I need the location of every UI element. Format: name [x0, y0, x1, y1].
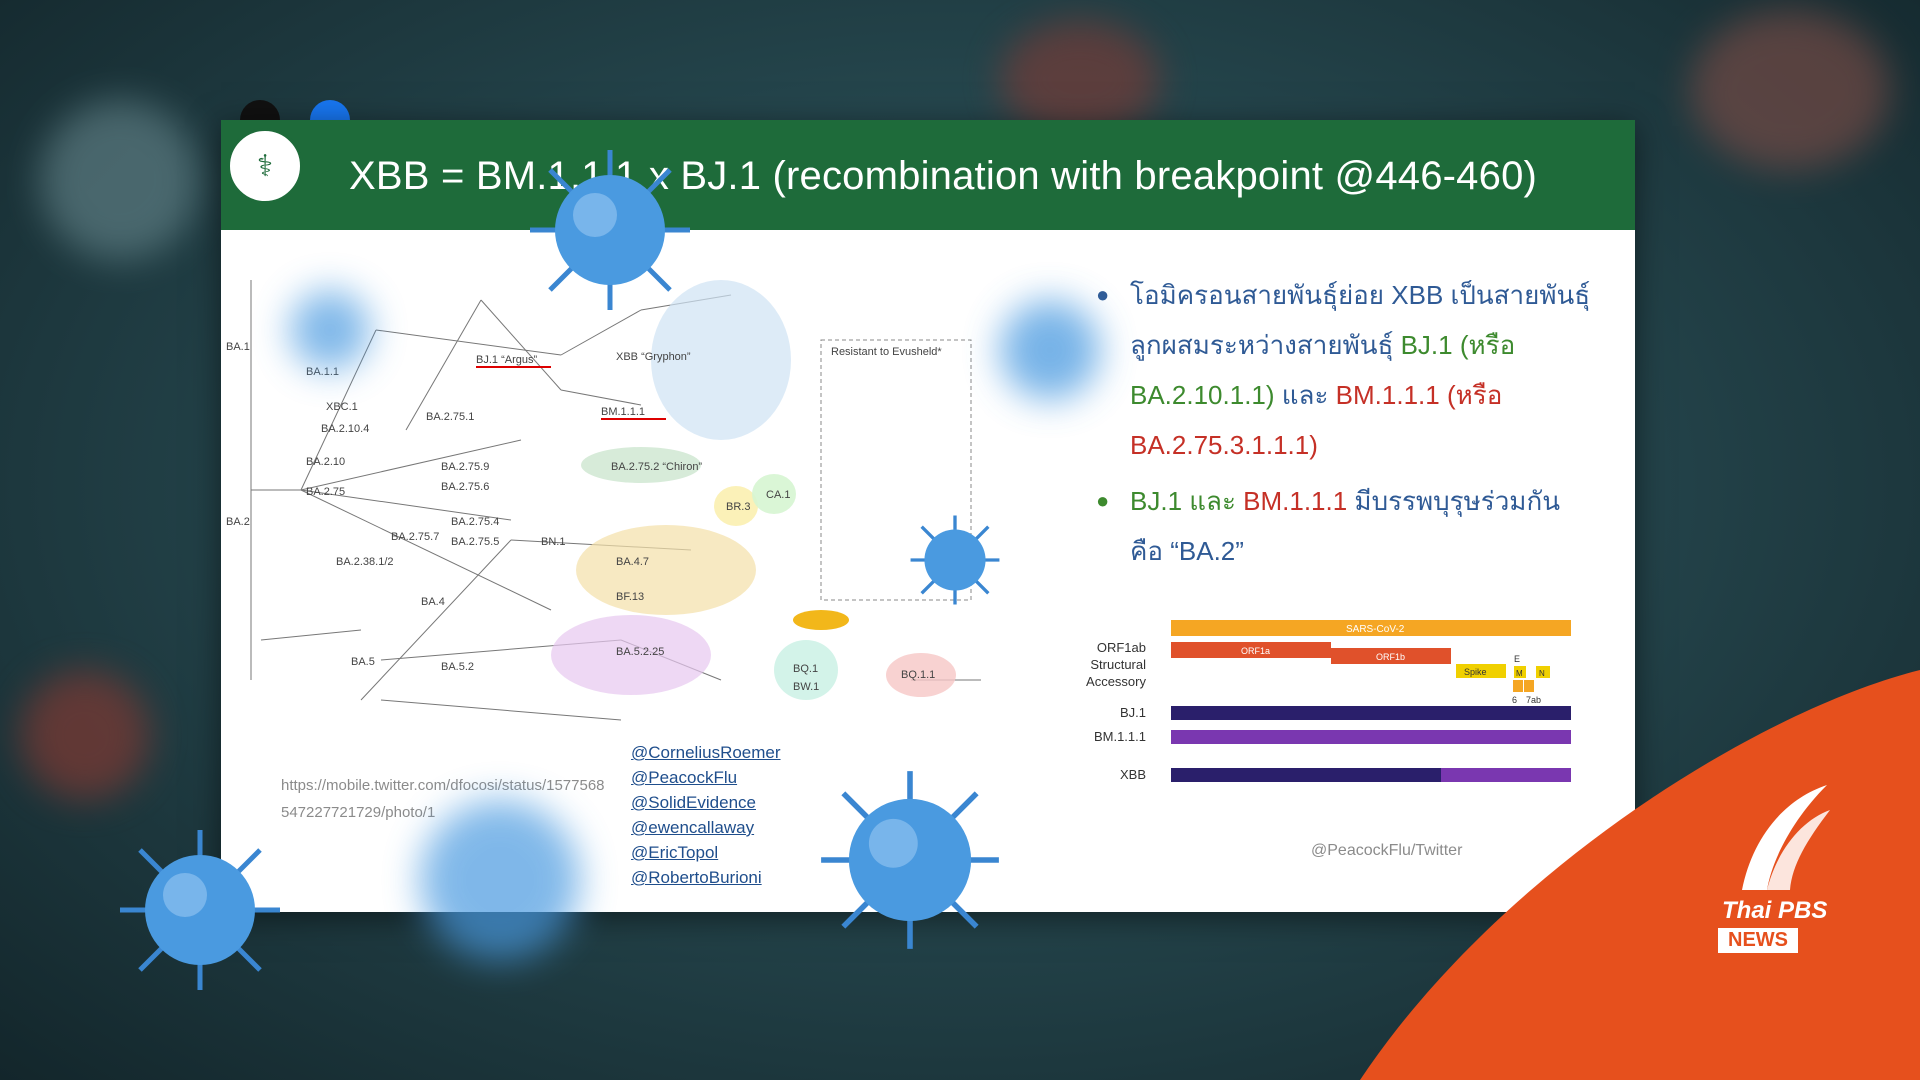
virus-blur-icon [1000, 300, 1100, 400]
svg-text:BF.13: BF.13 [616, 591, 644, 603]
bullet-dot-icon: ● [1096, 282, 1110, 307]
svg-text:BA.2.75: BA.2.75 [306, 486, 345, 498]
brand-name: Thai PBS [1722, 897, 1828, 924]
svg-text:BA.2.38.1/2: BA.2.38.1/2 [336, 556, 394, 568]
bullet-text: BJ.1 [1400, 330, 1453, 360]
svg-text:BN.1: BN.1 [541, 536, 565, 548]
slide: ⚕ XBB = BM.1.1.1 x BJ.1 (recombination w… [221, 120, 1635, 912]
bullet-text: มีบรรพบุรุษร่วมกัน คือ “BA.2” [1130, 486, 1560, 566]
twitter-handle-link[interactable]: @CorneliusRoemer [631, 743, 781, 762]
svg-text:BA.1: BA.1 [226, 341, 250, 353]
svg-text:BQ.1: BQ.1 [793, 663, 818, 675]
genome-row-label: Structural [1090, 657, 1146, 672]
svg-text:BM.1.1.1: BM.1.1.1 [601, 406, 645, 418]
virus-icon [120, 830, 280, 990]
twitter-handle-link[interactable]: @SolidEvidence [631, 793, 756, 812]
genome-row-label: Accessory [1086, 674, 1146, 689]
bullet-item: ● โอมิครอนสายพันธุ์ย่อย XBB เป็นสายพันธุ… [1076, 270, 1596, 470]
bullet-dot-icon: ● [1096, 488, 1110, 513]
svg-text:BA.5.2.25: BA.5.2.25 [616, 646, 664, 658]
svg-text:BA.4: BA.4 [421, 596, 445, 608]
slide-title: XBB = BM.1.1.1 x BJ.1 (recombination wit… [349, 154, 1538, 198]
brand-news-label: NEWS [1718, 928, 1798, 953]
bullet-list: ● โอมิครอนสายพันธุ์ย่อย XBB เป็นสายพันธุ… [1076, 270, 1596, 576]
svg-text:BA.2.10.4: BA.2.10.4 [321, 423, 369, 435]
bullet-item: ● BJ.1 และ BM.1.1.1 มีบรรพบุรุษร่วมกัน ค… [1076, 476, 1596, 576]
svg-text:BA.2.75.6: BA.2.75.6 [441, 481, 489, 493]
virus-icon [821, 771, 999, 949]
ministry-logo-icon: ⚕ [227, 128, 303, 204]
genome-segment-label: E [1514, 654, 1520, 664]
virus-blur-icon [290, 290, 370, 370]
svg-text:Resistant to Evusheld*: Resistant to Evusheld* [831, 346, 942, 358]
background-virus-blur [20, 670, 150, 800]
slide-header: ⚕ XBB = BM.1.1.1 x BJ.1 (recombination w… [221, 120, 1635, 230]
thai-pbs-logo-icon [1742, 785, 1830, 890]
virus-icon [530, 150, 690, 310]
twitter-handle-link[interactable]: @ewencallaway [631, 818, 755, 837]
svg-text:BA.2.75.9: BA.2.75.9 [441, 461, 489, 473]
svg-text:BA.2.75.4: BA.2.75.4 [451, 516, 499, 528]
bullet-text: BM.1.1.1 [1243, 486, 1348, 516]
bullet-text: และ [1182, 486, 1244, 516]
genome-segment-label: N [1539, 669, 1545, 678]
bullet-text: BM.1.1.1 [1335, 380, 1440, 410]
svg-text:XBB “Gryphon”: XBB “Gryphon” [616, 351, 691, 363]
twitter-handle-link[interactable]: @PeacockFlu [631, 768, 738, 787]
twitter-handle-link[interactable]: @EricTopol [631, 843, 719, 862]
genome-map-diagram: SARS-CoV-2 ORF1a ORF1b Spike E M N 6 7ab… [1086, 620, 1571, 782]
background-virus-blur [1690, 10, 1890, 170]
genome-segment-label: 6 [1512, 695, 1517, 705]
genome-track-label: BJ.1 [1120, 705, 1146, 720]
bullet-text: (หรือ BA.2.10.1.1) [1130, 330, 1516, 410]
genome-segment-label: 7ab [1526, 695, 1541, 705]
bullet-text: (หรือ BA.2.75.3.1.1.1) [1130, 380, 1503, 460]
brand-corner-swoosh [1360, 670, 1920, 1080]
genome-track-label: BM.1.1.1 [1094, 729, 1146, 744]
genome-track-label: XBB [1120, 767, 1146, 782]
svg-text:BR.3: BR.3 [726, 501, 750, 513]
svg-text:BW.1: BW.1 [793, 681, 819, 693]
genome-segment-label: ORF1a [1241, 646, 1270, 656]
svg-text:BQ.1.1: BQ.1.1 [901, 669, 935, 681]
genome-row-label: ORF1ab [1097, 640, 1146, 655]
svg-text:BA.2.10: BA.2.10 [306, 456, 345, 468]
svg-text:CA.1: CA.1 [766, 489, 790, 501]
svg-text:BA.2.75.5: BA.2.75.5 [451, 536, 499, 548]
genome-top-bar-label: SARS-CoV-2 [1346, 624, 1405, 635]
svg-text:XBC.1: XBC.1 [326, 401, 358, 413]
virus-icon [910, 515, 1000, 605]
twitter-handle-link[interactable]: @RobertoBurioni [631, 868, 762, 887]
genome-segment-label: M [1516, 669, 1523, 678]
svg-text:BA.2: BA.2 [226, 516, 250, 528]
credit-handles: @CorneliusRoemer @PeacockFlu @SolidEvide… [631, 740, 781, 890]
svg-text:BA.2.75.1: BA.2.75.1 [426, 411, 474, 423]
svg-text:BA.2.75.2 “Chiron”: BA.2.75.2 “Chiron” [611, 461, 702, 473]
svg-text:BA.4.7: BA.4.7 [616, 556, 649, 568]
genome-segment-label: Spike [1464, 667, 1487, 677]
svg-text:BA.2.75.7: BA.2.75.7 [391, 531, 439, 543]
image-credit: @PeacockFlu/Twitter [1311, 842, 1463, 859]
bullet-text: BJ.1 [1130, 486, 1183, 516]
svg-text:BA.5: BA.5 [351, 656, 375, 668]
svg-text:BJ.1 “Argus”: BJ.1 “Argus” [476, 354, 537, 366]
lineage-tree-diagram: BA.1 BA.2 BA.1.1 XBC.1 BA.2.10.4 BA.2.10… [226, 280, 981, 721]
source-url: https://mobile.twitter.com/dfocosi/statu… [281, 777, 605, 821]
bullet-text: และ [1274, 380, 1336, 410]
bullet-text: โอมิครอนสายพันธุ์ย่อย XBB เป็นสายพันธุ์ล… [1130, 280, 1591, 360]
virus-blur-icon [420, 800, 580, 960]
background-virus-blur [40, 100, 200, 260]
genome-segment-label: ORF1b [1376, 652, 1405, 662]
svg-text:BA.5.2: BA.5.2 [441, 661, 474, 673]
